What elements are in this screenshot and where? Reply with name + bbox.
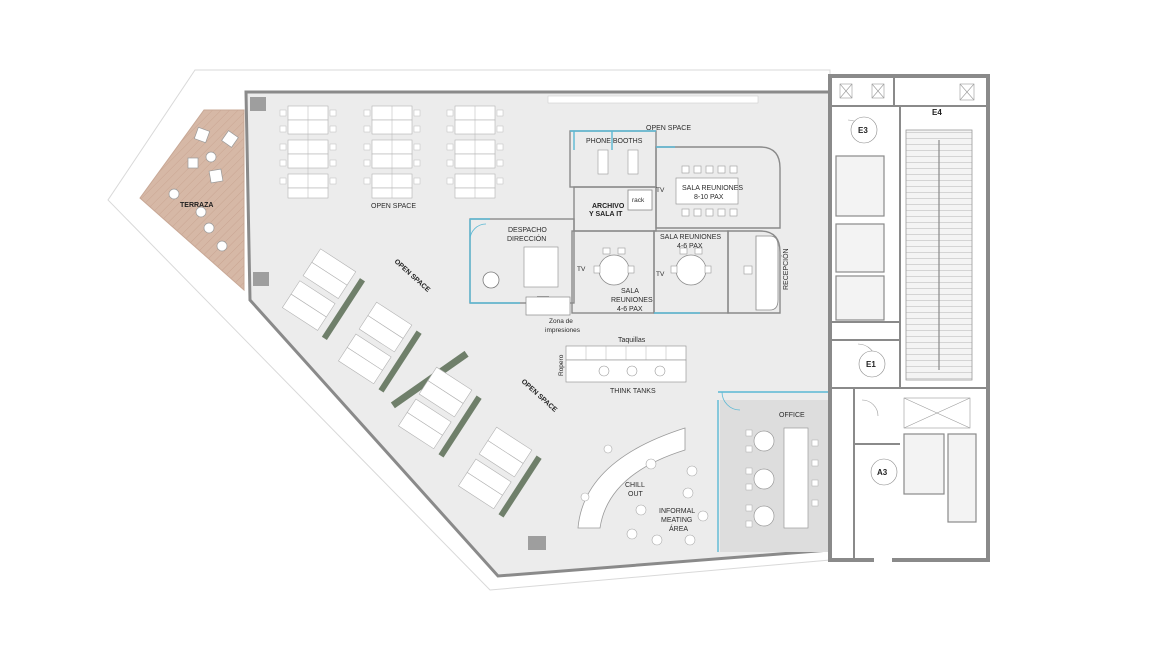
desk-dividers [307,106,476,198]
sala-8-label-line1: SALA REUNIONES [682,185,743,192]
north-window-strip [547,95,759,104]
taquillas-label: Taquillas [618,337,646,344]
tv-label-2: TV [577,266,586,273]
chairs-8-10 [681,165,738,217]
office-tables [753,430,775,527]
informal-label-line1: INFORMAL [659,508,695,515]
sala-4b-label-line2: REUNIONES [611,297,653,304]
reception-chair [743,265,753,275]
despacho-label-line1: DESPACHO [508,227,547,234]
reception-desk [755,235,779,311]
a3-tag-circle [870,458,898,486]
site-outline [107,69,831,591]
informal-seating [580,444,709,546]
office-chairs [745,429,819,528]
desks-top-left [287,105,496,199]
sala-4b-label-line3: 4-6 PAX [617,306,643,313]
sala-4a-label-line1: SALA REUNIONES [660,234,721,241]
desks-diagonal-4 [458,426,542,518]
phone-booths-label: PHONE BOOTHS [586,138,643,145]
think-tanks-label: THINK TANKS [610,388,656,395]
terrace-furniture [168,126,239,252]
e1-label: E1 [866,360,876,369]
director-desk [523,246,559,288]
core-x-boxes [839,83,975,429]
archivo-label-line2: Y SALA IT [589,211,623,218]
office-label: OFFICE [779,412,805,419]
e3-tag-circle [850,116,878,144]
e3-label: E3 [858,126,868,135]
printer-station [525,296,571,316]
chill-out-label-line1: CHILL [625,482,645,489]
zona-label-line2: impresiones [545,327,581,334]
terrace-label: TERRAZA [180,202,213,209]
office-counter [783,427,809,529]
a3-label: A3 [877,468,888,477]
core-inner-walls [830,76,988,560]
ropero-label: Ropero [558,354,565,376]
door-swings [469,223,741,411]
table-8-10 [675,177,739,205]
tv-label-3: TV [656,271,665,278]
tv-label-1: TV [656,187,665,194]
informal-label-line3: ÁREA [669,524,688,533]
informal-label-line2: MEATING [661,517,692,524]
e1-tag-circle [858,350,886,378]
e4-label: E4 [932,108,942,117]
round-table-a [598,254,630,286]
core-door-gap [874,548,892,564]
reception-label: RECEPCIÓN [781,248,790,290]
chill-out-sofa [577,427,686,529]
round-table-chairs [593,247,712,274]
rack-box [627,189,653,211]
open-space-label-top-left: OPEN SPACE [371,203,416,210]
zona-label-line1: Zona de [549,318,573,325]
sala-8-label-line2: 8-10 PAX [694,194,724,201]
sala-4b-label-line1: SALA [621,288,639,295]
desks-diagonal-3 [398,366,482,458]
open-space-label-top-center: OPEN SPACE [646,125,691,132]
phone-booth-furniture [597,149,639,175]
rack-label: rack [632,197,645,204]
desks-diagonal-2 [338,301,422,393]
chairs-top-left [279,109,504,185]
glass-partitions [469,130,830,552]
core-elevator-a3 [903,433,977,523]
round-table-b [675,254,707,286]
locker-dividers [585,346,667,360]
archivo-label-line1: ARCHIVO [592,203,625,210]
despacho-label-line2: DIRECCIÓN [507,234,546,243]
think-tanks-block [565,359,687,383]
sala-4a-label-line2: 4-6 PAX [677,243,703,250]
think-tank-seats [598,365,666,377]
desks-diagonal-1 [281,248,366,341]
chill-out-label-line2: OUT [628,491,644,498]
director-chair [482,271,500,289]
elevator-cabins [835,155,885,321]
office-area [720,400,830,552]
